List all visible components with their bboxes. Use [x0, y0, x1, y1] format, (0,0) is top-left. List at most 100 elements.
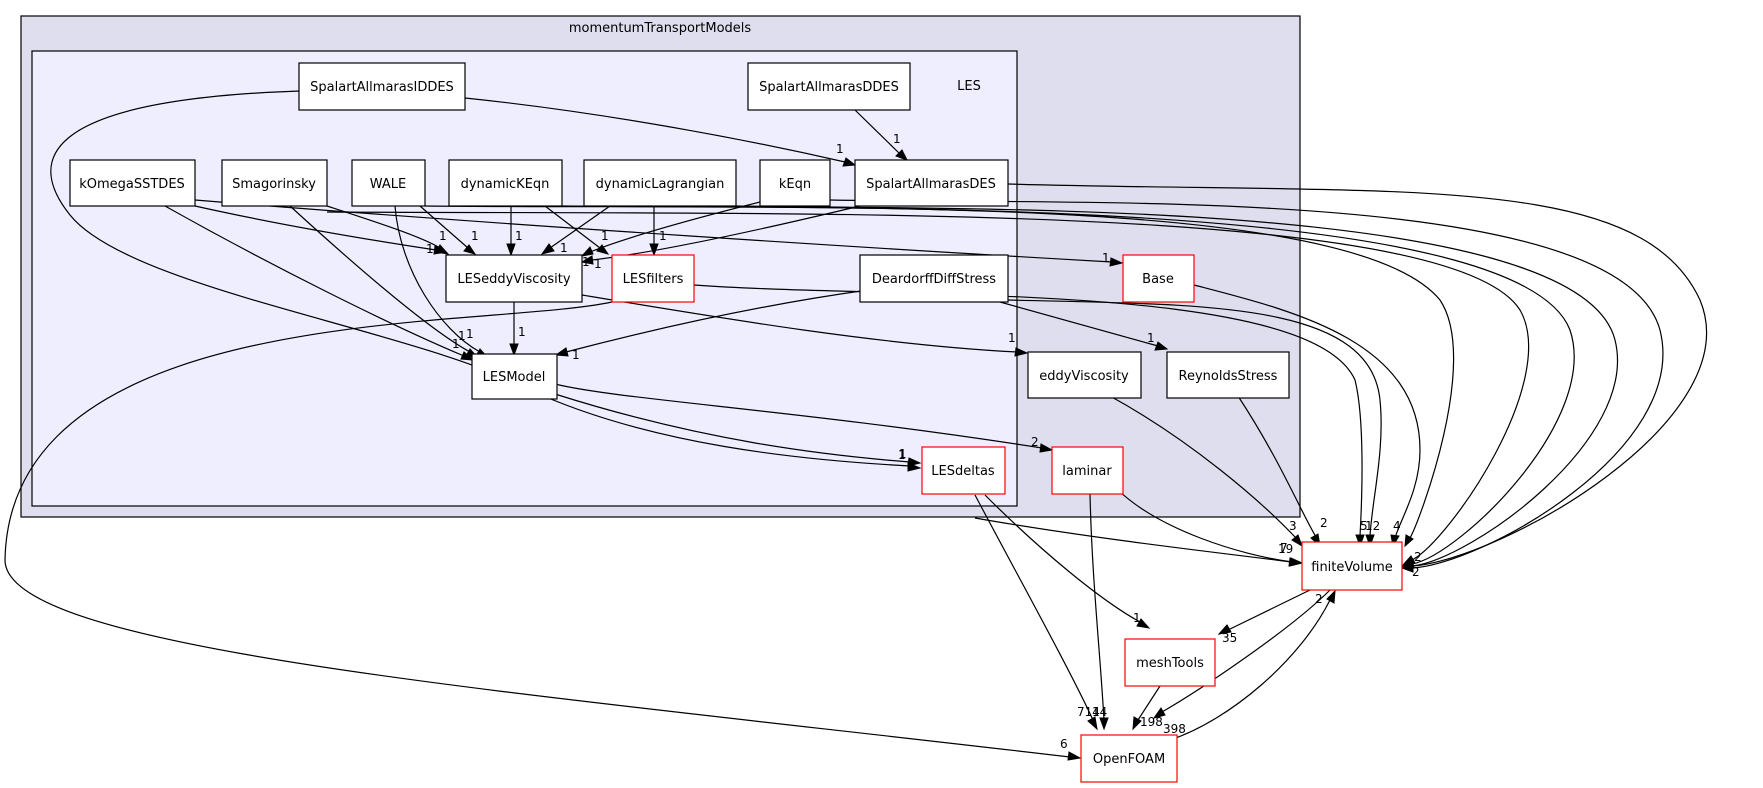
edge-label: 1 [572, 348, 580, 362]
edge-label: 1 [458, 329, 466, 343]
node-label: WALE [370, 177, 407, 192]
node-label: dynamicLagrangian [596, 177, 725, 192]
edge-label: 1 [594, 257, 602, 271]
edge-label: 2 [1031, 435, 1039, 449]
node-label: LESeddyViscosity [457, 272, 570, 287]
edge-label: 1 [518, 325, 526, 339]
node-Smagorinsky[interactable]: Smagorinsky [221, 159, 328, 207]
node-label: kEqn [779, 177, 811, 192]
edge-label: 1 [1133, 611, 1141, 625]
edge-eddy-model: 1 [509, 302, 526, 357]
edge-label: 35 [1222, 631, 1237, 645]
edge-label: 1 [426, 242, 434, 256]
node-LESeddyViscosity[interactable]: LESeddyViscosity [445, 254, 583, 303]
edge-label: 1 [601, 229, 609, 243]
edge-dds-reynolds: 1 [999, 301, 1169, 351]
node-SpalartAllmarasIDDES[interactable]: SpalartAllmarasIDDES [298, 62, 466, 111]
cluster-inner-title: LES [957, 79, 981, 94]
node-label: SpalartAllmarasDDES [759, 80, 899, 95]
node-laminar[interactable]: laminar [1051, 446, 1124, 495]
edge-label: 6 [1060, 737, 1068, 751]
node-label: laminar [1062, 464, 1112, 479]
node-LESdeltas[interactable]: LESdeltas [921, 446, 1006, 495]
edge-fv-openfoam: 398 [1152, 589, 1331, 736]
edge-label: 1 [439, 229, 447, 243]
node-WALE[interactable]: WALE [351, 159, 426, 207]
node-dynamicKEqn[interactable]: dynamicKEqn [448, 159, 563, 207]
node-label: LESdeltas [931, 464, 995, 479]
edge-label: 4 [1393, 519, 1401, 533]
node-kOmegaSSTDES[interactable]: kOmegaSSTDES [69, 159, 196, 207]
node-Base[interactable]: Base [1122, 254, 1195, 303]
node-LESfilters[interactable]: LESfilters [611, 254, 695, 303]
node-meshTools[interactable]: meshTools [1124, 638, 1216, 687]
edge-keqn-fv [829, 199, 1664, 573]
edge-label: 1 [1008, 331, 1016, 345]
node-label: SpalartAllmarasDES [866, 177, 996, 192]
edge-label: 2 [1315, 592, 1323, 606]
node-finiteVolume[interactable]: finiteVolume [1301, 541, 1403, 591]
edge-label: 714 [1077, 705, 1100, 719]
node-label: kOmegaSSTDES [79, 177, 185, 192]
edge-filters-openfoam: 6 [4, 301, 1082, 761]
edge-label: 19 [1278, 542, 1293, 556]
node-label: SpalartAllmarasIDDES [310, 80, 454, 95]
edge-deltas-openfoam: 714 [974, 494, 1100, 731]
edge-laminar-fv: 7 [1117, 489, 1304, 567]
edge-label: 1 [898, 448, 906, 462]
edge-meshtools-openfoam: 198 [1132, 685, 1163, 731]
node-label: Smagorinsky [232, 177, 316, 192]
edge-label: 7 [1280, 541, 1288, 555]
edge-dds-model: 1 [554, 289, 869, 362]
node-label: DeardorffDiffStress [872, 272, 996, 287]
node-dynamicLagrangian[interactable]: dynamicLagrangian [583, 159, 737, 207]
node-DeardorffDiffStress[interactable]: DeardorffDiffStress [859, 254, 1009, 303]
node-SpalartAllmarasDDES[interactable]: SpalartAllmarasDDES [747, 62, 911, 111]
edge-label: 1 [471, 229, 479, 243]
node-label: Base [1142, 272, 1174, 287]
node-eddyViscosity[interactable]: eddyViscosity [1027, 351, 1142, 399]
node-label: dynamicKEqn [461, 177, 550, 192]
edge-eddyvisc-fv: 3 [1109, 395, 1303, 548]
node-label: OpenFOAM [1093, 752, 1165, 767]
node-SpalartAllmarasDES[interactable]: SpalartAllmarasDES [854, 159, 1009, 207]
edge-label: 14 [1092, 705, 1107, 719]
edge-label: 1 [659, 229, 667, 243]
edge-smag-eddy: 1 [326, 205, 450, 255]
node-label: ReynoldsStress [1179, 369, 1278, 384]
edge-label: 12 [1365, 519, 1380, 533]
edge-openfoam-fv: 2 [1169, 589, 1336, 741]
edge-eddy-eddyvisc: 1 [581, 294, 1029, 357]
edge-label: 1 [893, 132, 901, 146]
edge-label: 398 [1163, 722, 1186, 736]
edge-label: 1 [1102, 251, 1110, 265]
node-label: finiteVolume [1311, 560, 1393, 575]
edge-label: 2 [1320, 516, 1328, 530]
edge-label: 1 [899, 447, 907, 461]
edge-dds-fv: 12 [1007, 299, 1382, 548]
edge-dynl-filters: 1 [649, 206, 667, 257]
edge-model-laminar: 2 [554, 383, 1054, 453]
edge-label: 5 [1360, 519, 1368, 533]
edge-label: 1 [466, 327, 474, 341]
edge-label: 198 [1140, 715, 1163, 729]
edge-wale-eddy: 1 [419, 205, 479, 255]
edge-ddes-des: 1 [854, 109, 909, 161]
node-label: eddyViscosity [1039, 369, 1129, 384]
node-label: LESModel [483, 370, 546, 385]
edge-label: 3 [1289, 519, 1297, 533]
node-kEqn[interactable]: kEqn [759, 159, 831, 207]
edge-label: 1 [515, 229, 523, 243]
edge-deltas-fv: 19 [974, 517, 1303, 567]
cluster-outer-title: momentumTransportModels [569, 21, 752, 36]
edge-label: 1 [560, 241, 568, 255]
edge-label: 1 [1147, 331, 1155, 345]
node-ReynoldsStress[interactable]: ReynoldsStress [1166, 351, 1290, 399]
edge-laminar-openfoam: 14 [1089, 493, 1109, 731]
node-label: LESfilters [623, 272, 684, 287]
node-LESModel[interactable]: LESModel [471, 353, 558, 400]
node-label: meshTools [1136, 656, 1204, 671]
edge-label: 2 [1412, 565, 1420, 579]
node-OpenFOAM[interactable]: OpenFOAM [1080, 734, 1178, 783]
